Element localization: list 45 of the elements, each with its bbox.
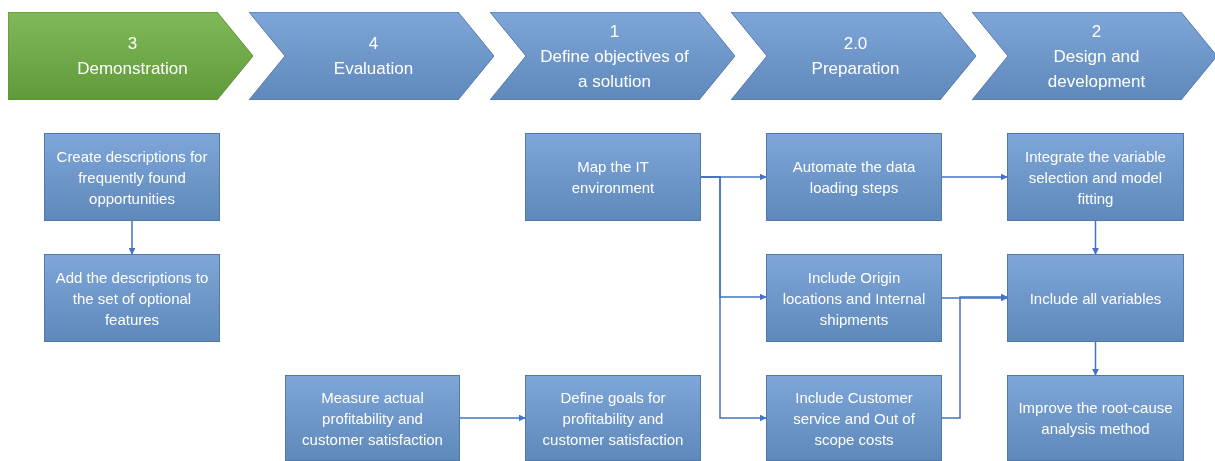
- arrow: [1092, 220, 1099, 255]
- process-box: [1007, 375, 1184, 461]
- chevron-step: [490, 12, 735, 100]
- process-box: [525, 375, 701, 461]
- process-box: [1007, 133, 1184, 221]
- chevron-step: [8, 12, 253, 100]
- arrow: [700, 176, 767, 422]
- step-title: Evaluation: [333, 58, 414, 80]
- box-text: Create descriptions for frequently found opportunities: [55, 146, 209, 209]
- process-box: [44, 254, 220, 342]
- arrow: [459, 414, 526, 422]
- box-text: Integrate the variable selection and model fitting: [1024, 146, 1167, 209]
- step-title: Preparation: [811, 58, 900, 80]
- chevron-step: [972, 12, 1215, 100]
- chevron-step: [249, 12, 494, 100]
- process-box: [766, 254, 942, 342]
- box-text: Include all variables: [1029, 288, 1162, 309]
- step-number: 3: [127, 33, 138, 55]
- arrow: [941, 293, 1008, 419]
- box-text: Add the descriptions to the set of optional features: [55, 267, 209, 330]
- step-title: Demonstration: [77, 58, 188, 80]
- arrow: [941, 173, 1008, 181]
- step-number: 2: [1091, 20, 1102, 43]
- step-title: Define objectives of a solution: [539, 45, 690, 93]
- process-box: [766, 133, 942, 221]
- arrow: [941, 294, 1008, 302]
- process-box: [1007, 254, 1184, 342]
- arrow: [128, 220, 136, 255]
- step-title: Design and development: [1046, 45, 1147, 93]
- step-number: 2.0: [843, 33, 868, 55]
- box-text: Include Customer service and Out of scope costs: [792, 387, 916, 450]
- step-number: 1: [609, 20, 620, 43]
- box-text: Automate the data loading steps: [791, 157, 917, 198]
- arrow: [1092, 341, 1099, 376]
- chevron-step: [731, 12, 976, 100]
- box-text: Include Origin locations and Internal shipments: [781, 267, 927, 330]
- box-text: Map the IT environment: [570, 157, 656, 198]
- step-number: 4: [368, 33, 379, 55]
- process-box: [525, 133, 701, 221]
- box-text: Measure actual profitability and customer satisfaction: [301, 387, 444, 450]
- box-text: Define goals for profitability and customer satisfaction: [541, 387, 685, 450]
- process-box: [285, 375, 460, 461]
- box-text: Improve the root-cause analysis method: [1018, 398, 1173, 439]
- process-box: [766, 375, 942, 461]
- process-box: [44, 133, 220, 221]
